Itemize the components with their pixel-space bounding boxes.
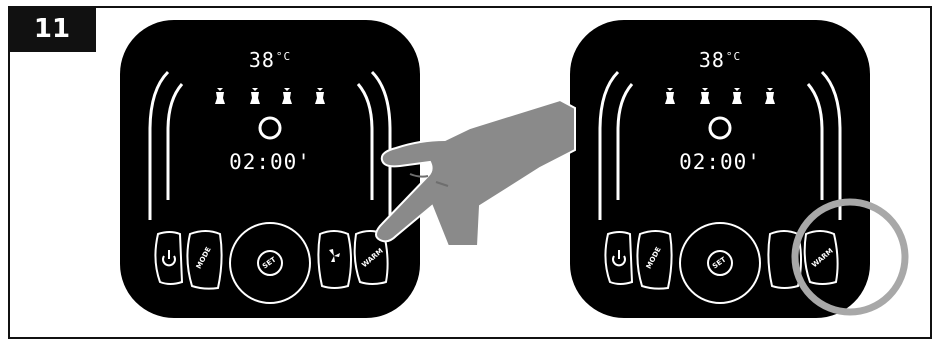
hand-pointer-icon: [376, 100, 575, 246]
highlight-ring: [795, 202, 905, 312]
